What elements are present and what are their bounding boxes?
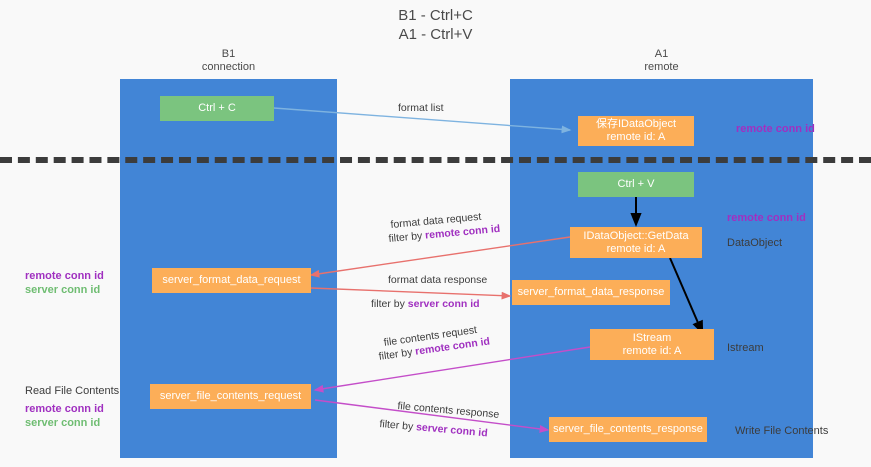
filter-prefix: filter by bbox=[378, 418, 417, 434]
filter-key: server conn id bbox=[415, 421, 489, 440]
annotation-left-server-conn-id-1: server conn id bbox=[25, 284, 101, 296]
annotation-remote-conn-id-top: remote conn id bbox=[736, 123, 815, 135]
edge-label-file-contents-response-filter: filter by server conn id bbox=[379, 418, 488, 440]
title-line-2: A1 - Ctrl+V bbox=[398, 26, 473, 43]
node-server-file-contents-request[interactable]: server_file_contents_request bbox=[150, 384, 311, 409]
node-idataobject-line1: 保存IDataObject bbox=[595, 118, 677, 130]
node-istream-line1: IStream bbox=[632, 331, 672, 344]
annotation-left-server-conn-id-2: server conn id bbox=[25, 417, 101, 429]
node-server-format-data-response-label: server_format_data_response bbox=[517, 286, 665, 298]
annotation-istream: Istream bbox=[727, 342, 764, 354]
edge-label-format-data-response-filter: filter by server conn id bbox=[371, 298, 480, 311]
column-right-name: A1 bbox=[654, 48, 669, 60]
column-left-role: connection bbox=[201, 61, 256, 73]
node-server-format-data-request[interactable]: server_format_data_request bbox=[152, 268, 311, 293]
node-idataobject[interactable]: 保存IDataObject remote id: A bbox=[578, 116, 694, 146]
column-header-right: A1 remote bbox=[510, 48, 813, 74]
node-istream-line2: remote id: A bbox=[622, 344, 682, 357]
edge-label-format-list: format list bbox=[398, 102, 444, 114]
section-divider bbox=[0, 157, 871, 163]
filter-prefix: filter by bbox=[388, 229, 426, 245]
title-line-1: B1 - Ctrl+C bbox=[398, 7, 473, 24]
node-server-format-data-response[interactable]: server_format_data_response bbox=[512, 280, 670, 305]
filter-prefix: filter by bbox=[371, 298, 408, 310]
annotation-left-remote-conn-id-1: remote conn id bbox=[25, 270, 104, 282]
annotation-read-file-contents: Read File Contents bbox=[25, 385, 120, 397]
column-left-name: B1 bbox=[221, 48, 236, 60]
node-ctrl-c[interactable]: Ctrl + C bbox=[160, 96, 274, 121]
node-getdata-line1: IDataObject::GetData bbox=[583, 229, 689, 242]
node-getdata-line2: remote id: A bbox=[606, 242, 666, 255]
page-title: B1 - Ctrl+C A1 - Ctrl+V bbox=[0, 6, 871, 44]
node-ctrl-c-label: Ctrl + C bbox=[198, 102, 236, 114]
node-idataobject-getdata[interactable]: IDataObject::GetData remote id: A bbox=[570, 227, 702, 258]
edge-format-data-response bbox=[310, 287, 512, 300]
annotation-write-file-contents: Write File Contents bbox=[735, 425, 829, 437]
edge-label-format-data-response: format data response bbox=[388, 274, 488, 286]
node-istream[interactable]: IStream remote id: A bbox=[590, 329, 714, 360]
annotation-dataobject: DataObject bbox=[727, 237, 783, 249]
node-idataobject-line2: remote id: A bbox=[606, 131, 666, 143]
annotation-left-remote-conn-id-2: remote conn id bbox=[25, 403, 104, 415]
node-server-file-contents-response[interactable]: server_file_contents_response bbox=[549, 417, 707, 442]
annotation-remote-conn-id-mid: remote conn id bbox=[727, 212, 806, 224]
node-ctrl-v-label: Ctrl + V bbox=[617, 178, 655, 190]
node-server-file-contents-request-label: server_file_contents_request bbox=[159, 390, 302, 402]
column-right-role: remote bbox=[644, 61, 679, 73]
node-ctrl-v[interactable]: Ctrl + V bbox=[578, 172, 694, 197]
node-server-format-data-request-label: server_format_data_request bbox=[162, 274, 301, 286]
node-server-file-contents-response-label: server_file_contents_response bbox=[553, 423, 703, 435]
column-header-left: B1 connection bbox=[120, 48, 337, 74]
filter-key: server conn id bbox=[407, 298, 480, 310]
edge-label-file-contents-response: file contents response bbox=[396, 400, 500, 421]
